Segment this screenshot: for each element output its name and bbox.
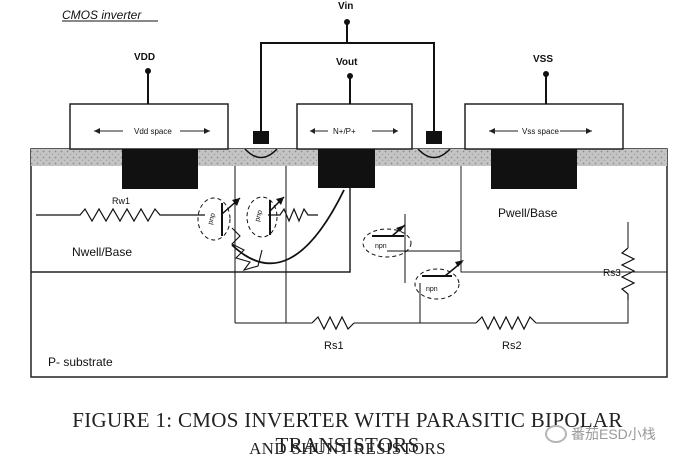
feedback-wire — [231, 189, 345, 265]
vin-label: Vin — [338, 1, 353, 12]
rs2-label: Rs2 — [502, 340, 522, 352]
vin-wire — [260, 42, 435, 134]
vss-space-box — [464, 103, 624, 150]
diagram-title: CMOS inverter — [62, 8, 142, 22]
svg-text:pnp: pnp — [207, 212, 217, 225]
rw1-label: Rw1 — [112, 196, 130, 206]
vss-diffusion — [491, 149, 577, 189]
vss-node — [543, 71, 549, 77]
svg-text:pnp: pnp — [254, 209, 264, 222]
npn-transistor-4: npn — [414, 260, 464, 300]
gate-contact-left — [253, 131, 269, 144]
vdd-label: VDD — [134, 52, 155, 63]
pnp-transistor-1: pnp — [197, 197, 241, 241]
nwell-label: Nwell/Base — [72, 245, 132, 259]
pwell-boundary — [460, 166, 667, 273]
vss-label: VSS — [533, 54, 553, 65]
caption-line-1: FIGURE 1: CMOS INVERTER WITH PARASITIC B… — [72, 408, 623, 457]
vss-space-label: Vss space — [522, 127, 559, 136]
nwell-boundary — [31, 166, 351, 273]
vdd-node — [145, 68, 151, 74]
rs3-resistor — [620, 247, 636, 300]
vdd-diffusion — [122, 149, 198, 189]
vout-label: Vout — [336, 57, 358, 68]
pnp-transistor-2: pnp — [246, 196, 285, 238]
rs1-label: Rs1 — [324, 340, 344, 352]
vdd-space-box — [69, 103, 229, 150]
svg-text:npn: npn — [426, 286, 438, 293]
rs2-resistor — [475, 315, 537, 331]
substrate-label: P- substrate — [48, 355, 113, 369]
vdd-space-label: Vdd space — [134, 127, 172, 136]
rs1-resistor — [311, 315, 355, 331]
np-label: N+/P+ — [333, 127, 356, 136]
np-diffusion — [318, 149, 375, 188]
npn-transistor-3: npn — [362, 224, 412, 258]
gate-contact-right — [426, 131, 442, 144]
caption-line-2: AND SHUNT RESISTORS — [249, 439, 446, 458]
watermark-text: 番茄ESD小栈 — [571, 426, 656, 442]
vout-node — [347, 73, 353, 79]
rs3-label: Rs3 — [603, 268, 621, 279]
pwell-label: Pwell/Base — [498, 206, 558, 220]
rw1-resistor — [36, 207, 205, 223]
watermark: 番茄ESD小栈 — [545, 424, 656, 444]
wechat-icon — [545, 425, 567, 443]
svg-text:npn: npn — [375, 243, 387, 250]
